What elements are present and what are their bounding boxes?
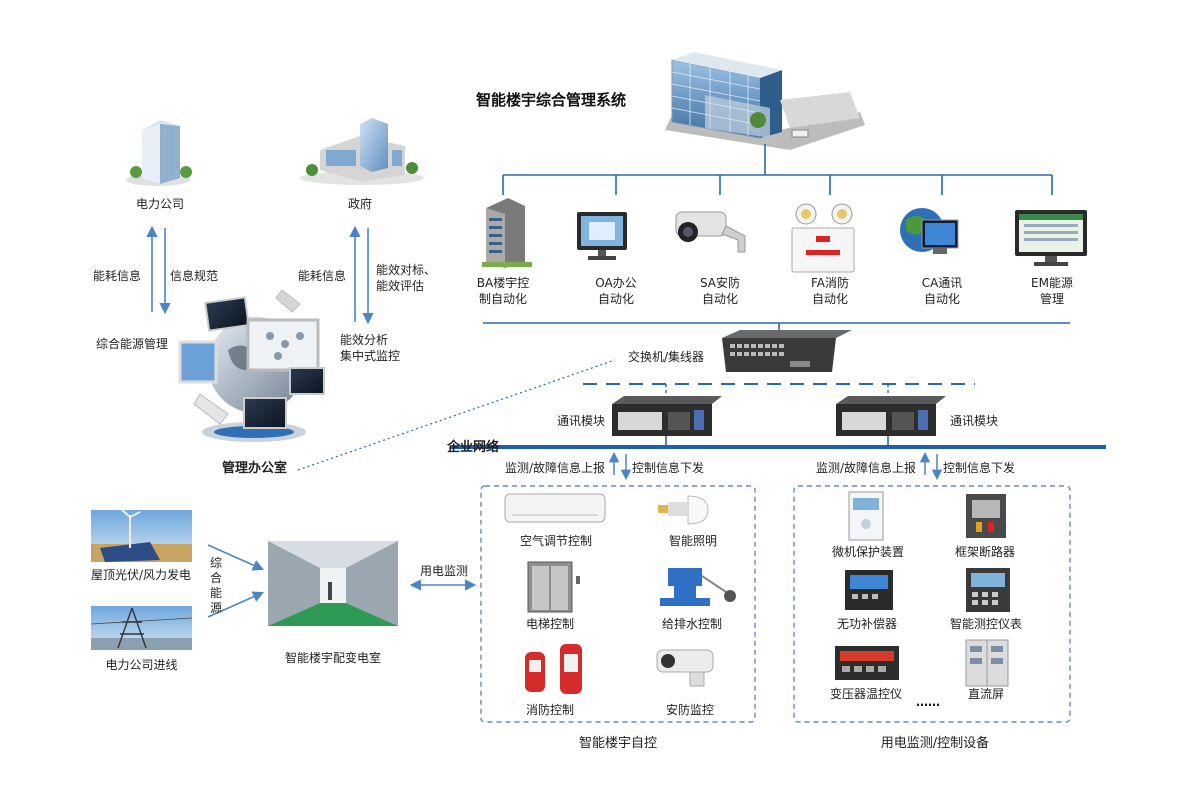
dc-cabinet-icon [965,639,1009,687]
energy-info-label-1: 能耗信息 [93,269,142,283]
light-bulb-icon [658,495,709,525]
fa-emergency-light-icon [791,203,855,273]
auto-item-fire: 消防控制 [525,703,574,717]
main-building-icon [665,52,865,150]
info-spec-label: 信息规范 [170,269,219,283]
auto-item-hvac: 空气调节控制 [519,534,592,548]
power-company-building-icon [126,120,192,186]
system-title: 智能楼宇综合管理系统 [476,91,627,109]
subsystem-ba-label: BA楼宇控制自动化 [476,276,530,306]
device-item-compensator: 无功补偿器 [836,617,897,631]
downlink-right-label: 控制信息下发 [943,461,1016,475]
office-to-switch-link [297,359,616,471]
water-valve-icon [660,568,736,606]
air-conditioner-icon [504,493,606,523]
ca-globe-icon [900,208,959,254]
subsystem-em-label: EM能源管理 [1031,276,1073,306]
subsystem-sa-label: SA安防自动化 [699,276,741,306]
substation-label: 智能楼宇配变电室 [284,651,381,665]
network-switch-icon [722,330,852,372]
energy-info-label-2: 能耗信息 [298,269,347,283]
sa-camera-icon [675,211,746,253]
reactive-compensator-icon [845,570,893,610]
comm-module-left-icon [612,396,722,436]
device-item-protection: 微机保护装置 [831,545,904,559]
device-item-breaker: 框架断路器 [954,545,1015,559]
uplink-right-label: 监测/故障信息上报 [816,461,917,475]
analysis-label: 能效分析集中式监控 [340,333,401,363]
uplink-left-label: 监测/故障信息上报 [505,461,606,475]
power-company-label: 电力公司 [135,197,184,211]
transformer-temp-controller-icon [835,646,899,680]
auto-control-group-box [480,485,756,723]
oa-monitor-icon [577,212,627,260]
pv-wind-label: 屋顶光伏/风力发电 [91,568,192,582]
integrated-energy-label: 综合能源 [210,556,223,615]
government-building-icon [300,118,424,185]
grid-in-label: 电力公司进线 [105,658,178,672]
em-monitor-icon [1015,210,1087,266]
smart-meter-icon [966,568,1010,612]
downlink-left-label: 控制信息下发 [632,461,705,475]
elevator-icon [527,561,580,613]
integrated-mgmt-label: 综合能源管理 [96,337,169,351]
subsystem-oa-label: OA办公自动化 [595,276,637,306]
subsystem-ca-label: CA通讯自动化 [921,276,963,306]
frame-circuit-breaker-icon [966,494,1006,538]
comm-module-right-icon [836,396,946,436]
network-label: 企业网络 [447,440,500,455]
grid-line-photo [90,606,193,650]
management-office-icon [178,289,325,442]
top-bus-lines [502,144,1053,195]
device-item-meter: 智能测控仪表 [949,617,1022,631]
ba-building-icon [482,198,532,268]
subsystem-fa-label: FA消防自动化 [810,276,849,306]
security-camera-icon [656,649,714,687]
government-label: 政府 [347,197,372,211]
microcomputer-protection-icon [848,491,884,541]
arrow-grid-to-substation [207,591,265,618]
switch-label: 交换机/集线器 [628,350,705,364]
device-item-transformer: 变压器温控仪 [829,687,902,701]
device-item-dc-cabinet: 直流屏 [967,687,1004,701]
comm-module-right-label: 通讯模块 [950,414,999,428]
auto-item-lighting: 智能照明 [668,534,717,548]
auto-control-title: 智能楼宇自控 [578,736,657,751]
auto-item-security: 安防监控 [665,703,714,717]
power-monitor-label: 用电监测 [420,564,469,578]
power-devices-title: 用电监测/控制设备 [880,736,990,751]
device-ellipsis: …… [916,695,940,709]
auto-item-elevator: 电梯控制 [525,617,574,631]
arrow-pv-to-substation [207,544,265,571]
power-devices-group-box [793,485,1071,723]
auto-item-water: 给排水控制 [661,617,722,631]
efficiency-label: 能效对标、能效评估 [376,263,437,293]
substation-photo [268,541,398,626]
comm-module-left-label: 通讯模块 [557,414,606,428]
office-label: 管理办公室 [222,461,288,476]
fire-extinguisher-icon [525,644,582,694]
pv-wind-photo [91,509,192,562]
